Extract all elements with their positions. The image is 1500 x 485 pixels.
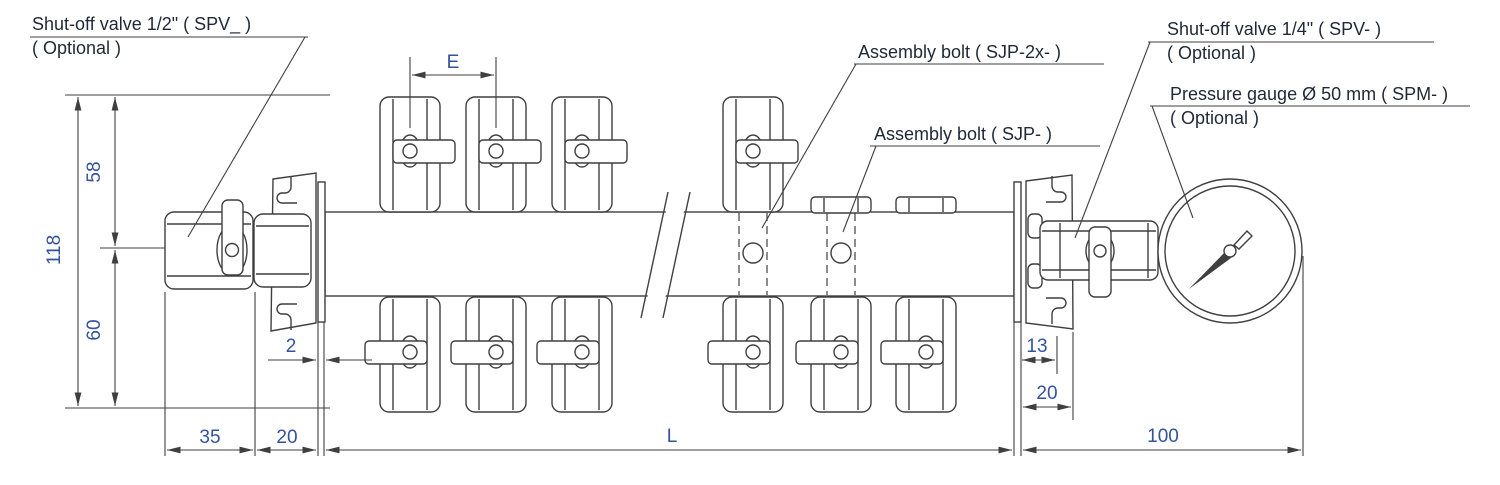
outlet-valve-bottom-2: [450, 296, 527, 413]
label-assembly-bolt: Assembly bolt ( SJP- ): [870, 124, 1100, 147]
dim-value-60: 60: [84, 319, 105, 340]
dimension-118: 118: [44, 94, 330, 409]
dimension-100: 100: [1023, 426, 1301, 454]
assembly-bolt-hidden-2: [826, 213, 856, 295]
dimension-35: 35: [167, 427, 253, 454]
dim-value-118: 118: [44, 235, 65, 265]
label-pressure-gauge: Pressure gauge Ø 50 mm ( SPM- ) ( Option…: [1150, 84, 1470, 128]
pressure-gauge: [1157, 178, 1303, 324]
dim-value-100: 100: [1147, 426, 1179, 447]
leader-assembly-bolt: [842, 145, 877, 233]
label-shutoff-valve-half-inch: Shut-off valve 1/2" ( SPV_ ) ( Optional …: [30, 14, 308, 58]
dim-value-58: 58: [84, 161, 105, 182]
dim-value-2: 2: [286, 336, 297, 357]
leader-assembly-bolt-2x: [761, 63, 857, 229]
flange-right: [1013, 181, 1022, 323]
bolt-nut-2: [895, 196, 957, 214]
label-assembly-bolt-2x: Assembly bolt ( SJP-2x- ): [854, 42, 1104, 65]
dim-value-20-left: 20: [276, 427, 297, 448]
label-optional: ( Optional ): [1170, 108, 1259, 128]
dim-value-E: E: [447, 52, 460, 73]
outlet-valve-top-3: [551, 96, 628, 213]
break-symbol: [640, 191, 691, 319]
dimension-58: 58: [84, 97, 119, 246]
label-text: Shut-off valve 1/4" ( SPV- ): [1167, 19, 1381, 39]
outlet-valve-top-4: [722, 96, 799, 213]
label-text: Shut-off valve 1/2" ( SPV_ ): [32, 14, 251, 35]
label-optional: ( Optional ): [32, 38, 121, 58]
label-text: Assembly bolt ( SJP-2x- ): [858, 42, 1061, 62]
outlet-valve-bottom-5: [795, 296, 872, 413]
bolt-nut-1: [810, 196, 872, 214]
dim-value-20-right: 20: [1036, 383, 1057, 404]
flange-left: [317, 181, 326, 323]
label-text: Assembly bolt ( SJP- ): [874, 124, 1052, 144]
leader-shutoff-valve-left: [187, 36, 306, 238]
dimension-E: E: [409, 52, 497, 128]
outlet-valve-top-1: [379, 96, 456, 213]
outlet-valve-bottom-6: [880, 296, 957, 413]
outlet-valve-top-2: [465, 96, 542, 213]
left-shutoff-valve: [100, 199, 312, 290]
label-optional: ( Optional ): [1167, 43, 1256, 63]
dim-value-35: 35: [199, 427, 220, 448]
assembly-bolt-hidden-1: [738, 213, 768, 295]
outlet-valve-bottom-4: [707, 296, 784, 413]
dimension-20-left: 20: [257, 427, 316, 454]
dimension-L: L: [326, 426, 1012, 454]
label-text: Pressure gauge Ø 50 mm ( SPM- ): [1170, 84, 1448, 104]
label-shutoff-valve-quarter-inch: Shut-off valve 1/4" ( SPV- ) ( Optional …: [1148, 19, 1434, 63]
right-shutoff-valve: [1027, 213, 1159, 298]
dim-value-L: L: [667, 426, 678, 447]
dimension-20-right: 20: [1023, 383, 1071, 411]
valve-handle-right: [1088, 226, 1112, 298]
dimension-2: 2: [268, 336, 372, 364]
outlet-valve-bottom-3: [536, 296, 613, 413]
dimension-13: 13: [1022, 336, 1055, 364]
outlet-valve-bottom-1: [364, 296, 441, 413]
dim-value-13: 13: [1026, 336, 1047, 357]
leader-pressure-gauge: [1151, 105, 1194, 219]
leader-shutoff-valve-right: [1074, 41, 1151, 239]
gauge-needle: [1189, 229, 1253, 289]
valve-handle-left: [221, 199, 244, 276]
dimension-60: 60: [84, 250, 119, 406]
